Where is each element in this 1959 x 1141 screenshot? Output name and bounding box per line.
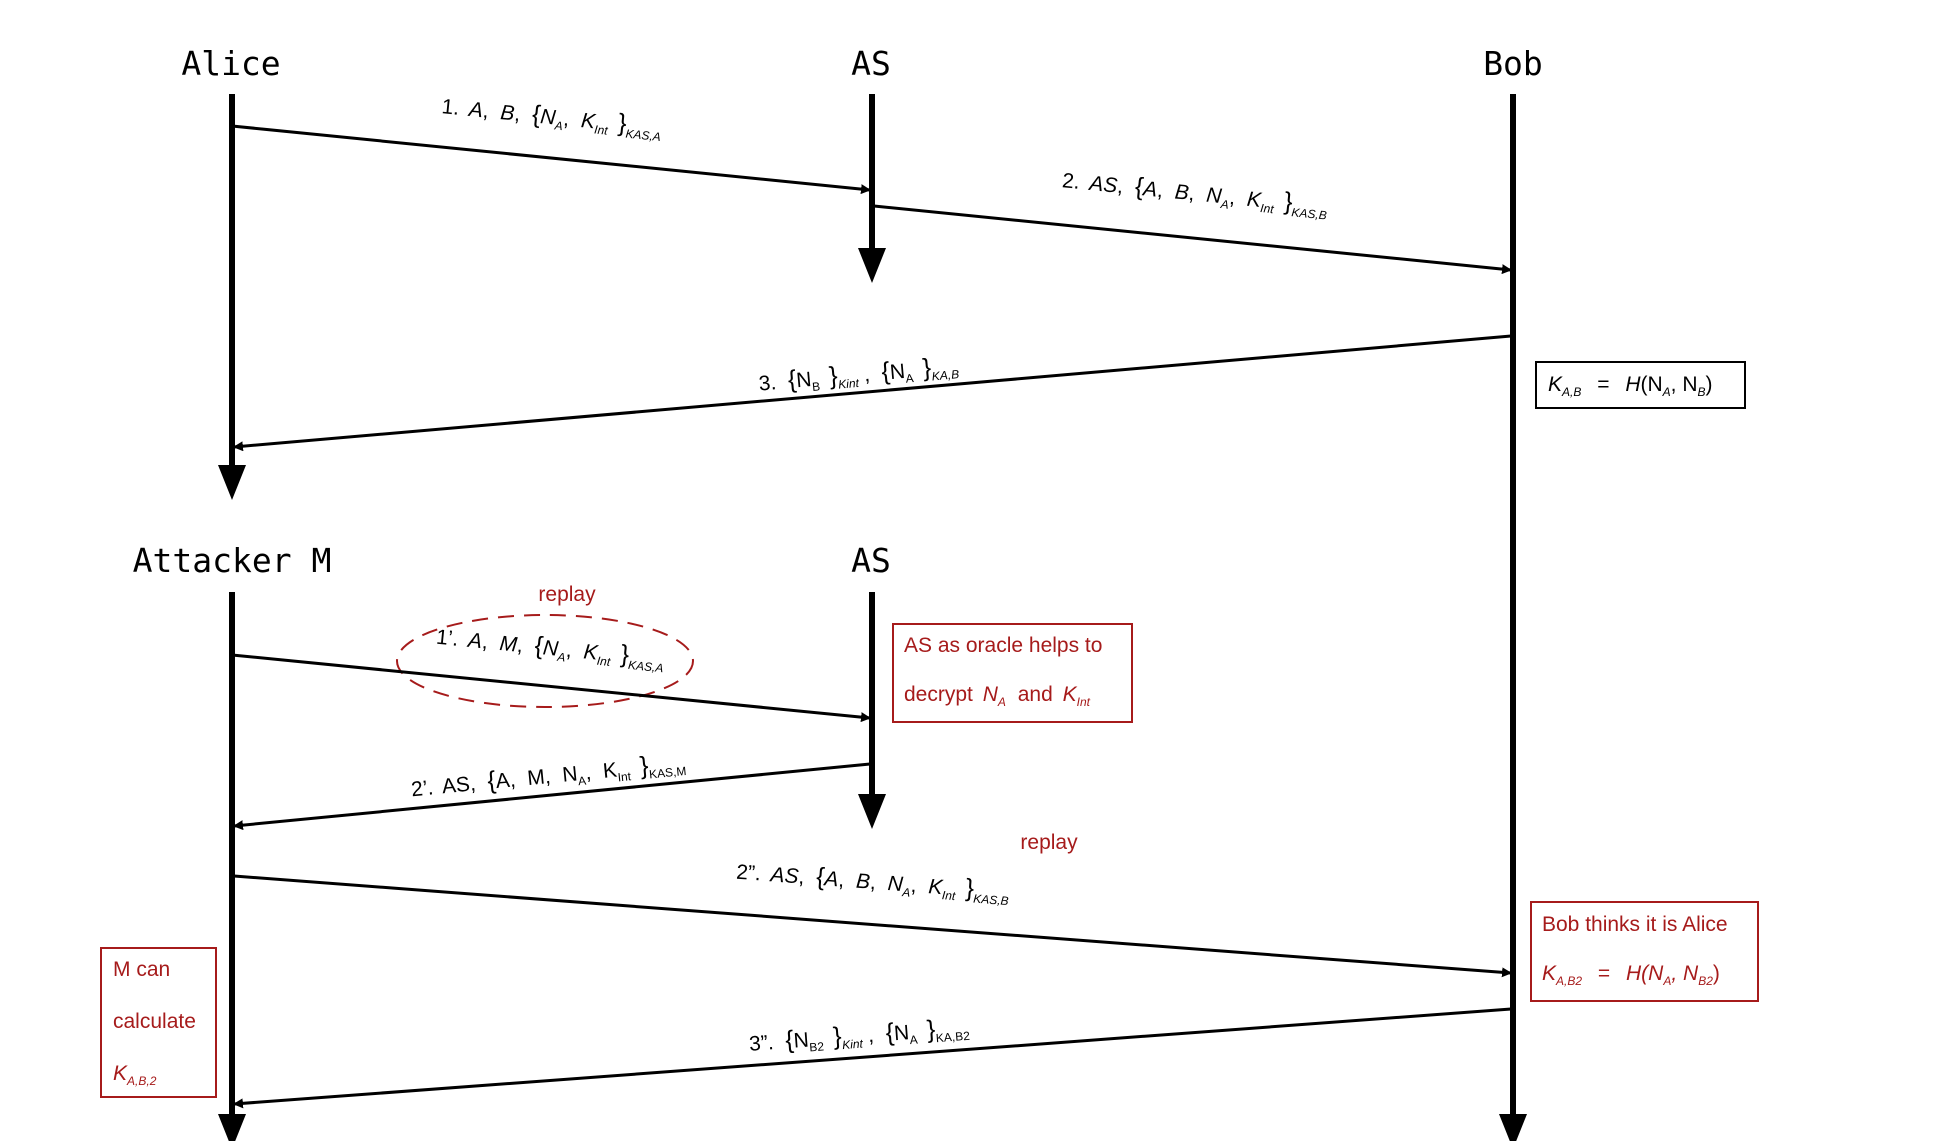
label-msg-1: 1. A, B, {NA, KInt }KAS,A: [440, 91, 663, 145]
as-bottom-lifeline-arrow: [858, 794, 886, 829]
arrow-msg-2p: [233, 762, 871, 831]
svg-text:1. A, B, {NA: 1. A, B, {NA, KInt }KAS,A: [440, 91, 663, 145]
actor-alice: Alice: [181, 44, 280, 83]
arrow-msg-3pp: [233, 1007, 1512, 1109]
arrow-msg-2: [873, 204, 1512, 275]
note-kab: KA,B = H(NA, NB): [1548, 373, 1713, 401]
svg-text:1’. A, M, {N: 1’. A, M, {NA, KInt }KAS,A: [435, 622, 666, 677]
label-msg-2: 2. AS, {A, B, NA, KInt }KAS,B: [1061, 165, 1329, 223]
svg-text:2. AS, {A, B: 2. AS, {A, B, NA, KInt }KAS,B: [1061, 165, 1329, 223]
note-kab-box: [1535, 361, 1746, 409]
actor-attacker: Attacker M: [133, 541, 332, 580]
svg-text:2’. AS, {A,: 2’. AS, {A, M, NA, KInt }KAS,M: [410, 748, 687, 806]
actor-as-top: AS: [851, 44, 891, 83]
label-msg-2p: 2’. AS, {A, M, NA, KInt }KAS,M: [410, 748, 687, 806]
arrow-msg-2pp: [233, 874, 1512, 978]
arrow-msg-3: [233, 334, 1512, 452]
actor-as-bottom: AS: [851, 541, 891, 580]
alice-lifeline-arrow: [218, 465, 246, 500]
note-m-can-box: [100, 947, 217, 1098]
actor-bob: Bob: [1483, 44, 1543, 83]
note-m-can-line2: calculate: [113, 1010, 196, 1033]
note-m-can-line3: KA,B,2: [113, 1062, 157, 1088]
replay-ellipse: [396, 614, 694, 708]
note-oracle-box: [892, 623, 1133, 723]
note-bob-thinks-line2: KA,B2 = H(NA, NB2): [1542, 962, 1720, 990]
note-bob-thinks-box: [1530, 901, 1759, 1002]
label-msg-3pp: 3”. {NB2 }Kint , {NA }KA,B2: [748, 1013, 971, 1061]
note-oracle-line1: AS as oracle helps to: [904, 634, 1102, 657]
replay-label-2: replay: [1020, 831, 1078, 854]
svg-text:2”. AS, {A,: 2”. AS, {A, B, NA, KInt }KAS,B: [735, 857, 1010, 909]
as-top-lifeline-arrow: [858, 248, 886, 283]
note-oracle-line2: decrypt NA and KInt: [904, 683, 1091, 711]
arrow-msg-1p: [231, 653, 871, 723]
label-msg-2pp: 2”. AS, {A, B, NA, KInt }KAS,B: [735, 857, 1010, 909]
note-bob-thinks-line1: Bob thinks it is Alice: [1542, 913, 1728, 936]
svg-text:3”. {NB2 }Kint ,: 3”. {NB2 }Kint , {NA }KA,B2: [748, 1013, 971, 1061]
attacker-lifeline-arrow: [218, 1114, 246, 1141]
note-m-can-line1: M can: [113, 958, 170, 981]
replay-label-1: replay: [538, 583, 596, 606]
arrow-msg-1: [231, 124, 871, 195]
svg-text:3. {NB }Kint ,: 3. {NB }Kint , {NA }KA,B: [757, 351, 959, 400]
label-msg-3: 3. {NB }Kint , {NA }KA,B: [757, 351, 960, 400]
bob-lifeline-arrow: [1499, 1114, 1527, 1141]
label-msg-1p: 1’. A, M, {NA, KInt }KAS,A: [435, 622, 666, 677]
